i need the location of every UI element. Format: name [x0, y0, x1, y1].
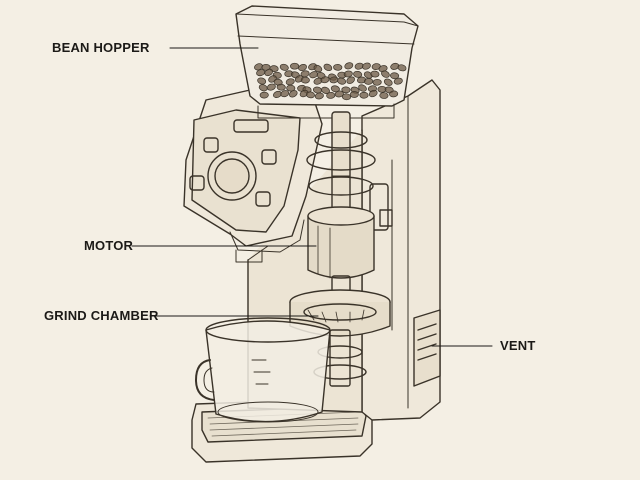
coffee-bean: [313, 64, 323, 73]
dial-ring: [207, 151, 257, 201]
coffee-bean: [341, 86, 351, 94]
coffee-bean: [256, 69, 266, 77]
coffee-bean: [266, 83, 276, 91]
coffee-bean: [368, 89, 378, 98]
display-window: [233, 119, 269, 133]
coffee-bean: [321, 86, 330, 94]
motor-drawing: [307, 206, 375, 301]
coffee-bean: [334, 90, 344, 98]
coffee-bean: [288, 90, 298, 98]
coffee-bean: [337, 77, 347, 85]
coffee-bean: [323, 63, 333, 72]
coffee-bean: [372, 78, 382, 86]
coffee-bean: [359, 91, 369, 99]
coffee-bean: [390, 72, 400, 80]
coffee-bean: [393, 77, 403, 85]
callout-grind-chamber: GRIND CHAMBER: [44, 308, 159, 323]
coffee-bean: [371, 63, 381, 70]
coffee-bean: [300, 76, 310, 84]
coffee-bean: [397, 64, 407, 72]
dial-knob: [214, 158, 250, 194]
coffee-bean: [326, 92, 336, 99]
coffee-bean: [259, 91, 269, 99]
coffee-bean: [333, 63, 343, 71]
coffee-bean: [258, 84, 268, 92]
coffee-bean: [286, 84, 296, 92]
coffee-bean: [314, 92, 324, 100]
grounds-cup: [195, 317, 331, 423]
coffee-bean: [276, 83, 286, 91]
coffee-bean: [320, 76, 330, 84]
coffee-bean: [279, 63, 289, 71]
coffee-bean: [349, 91, 359, 98]
coffee-bean: [358, 84, 367, 92]
coffee-bean: [280, 90, 290, 98]
coffee-bean: [381, 70, 390, 78]
coffee-bean: [330, 85, 340, 93]
coffee-bean: [361, 62, 371, 70]
coffee-bean: [298, 64, 307, 72]
bean-hopper-drawing: [235, 5, 419, 119]
coffee-bean: [300, 70, 310, 78]
coffee-beans: [254, 62, 407, 101]
coffee-bean: [343, 70, 353, 78]
control-head: [183, 89, 323, 263]
coffee-bean: [344, 62, 354, 70]
coffee-bean: [363, 77, 374, 85]
coffee-bean: [290, 62, 300, 70]
callout-motor: MOTOR: [84, 238, 134, 253]
callout-vent: VENT: [500, 338, 536, 353]
coffee-bean: [379, 92, 389, 99]
coffee-bean: [389, 90, 399, 98]
coffee-bean: [257, 77, 267, 85]
vent-grille: [413, 309, 441, 387]
coffee-bean: [346, 76, 355, 84]
coffee-bean: [370, 70, 380, 78]
internal-mechanism: [306, 111, 393, 331]
coffee-bean: [363, 71, 373, 79]
coffee-bean: [383, 78, 393, 86]
coffee-bean: [305, 91, 316, 99]
callout-bean-hopper: BEAN HOPPER: [52, 40, 150, 55]
coffee-bean: [341, 93, 352, 101]
coffee-bean: [264, 68, 274, 77]
coffee-bean: [285, 78, 295, 86]
coffee-bean: [353, 70, 363, 78]
